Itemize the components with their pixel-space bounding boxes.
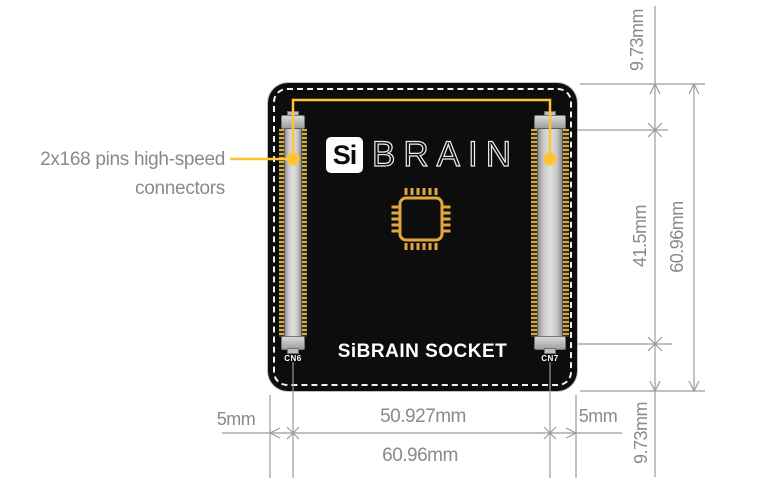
dim-connector-height: 41.5mm [630, 204, 650, 268]
dim-board-width: 60.96mm [382, 445, 458, 466]
dim-board-height: 60.96mm [667, 201, 687, 273]
cn6-bottom-tab [287, 348, 299, 354]
callout-line2: connectors [135, 178, 225, 199]
brain-logo-text: BRAIN [371, 135, 519, 174]
cn6-body [284, 128, 302, 338]
cn6-left-pins [279, 129, 285, 337]
cn6-label: CN6 [284, 354, 302, 363]
cn7-right-pins [562, 129, 569, 337]
dim-top-right-offset: 9.73mm [627, 8, 647, 72]
cn7-label: CN7 [541, 354, 559, 363]
callout-line1: 2x168 pins high-speed [40, 149, 225, 170]
cn6-right-pins [301, 129, 307, 337]
dim-left-margin: 5mm [216, 409, 256, 429]
chip-pins [391, 188, 451, 250]
cn7-left-pins [531, 129, 538, 337]
dim-right-margin: 5mm [578, 406, 618, 426]
cn6-top-cap [281, 115, 305, 129]
dim-bottom-right-offset: 9.73mm [631, 401, 651, 465]
dim-connector-spacing: 50.927mm [380, 406, 466, 427]
cn7-body [537, 128, 563, 338]
socket-title: SiBRAIN SOCKET [337, 341, 508, 362]
chip-icon [391, 188, 451, 250]
connector-callout: 2x168 pins high-speed connectors [24, 145, 225, 203]
cn7-bottom-tab [544, 348, 556, 354]
cn7-top-cap [534, 115, 566, 129]
si-logo-badge: Si [326, 137, 364, 173]
